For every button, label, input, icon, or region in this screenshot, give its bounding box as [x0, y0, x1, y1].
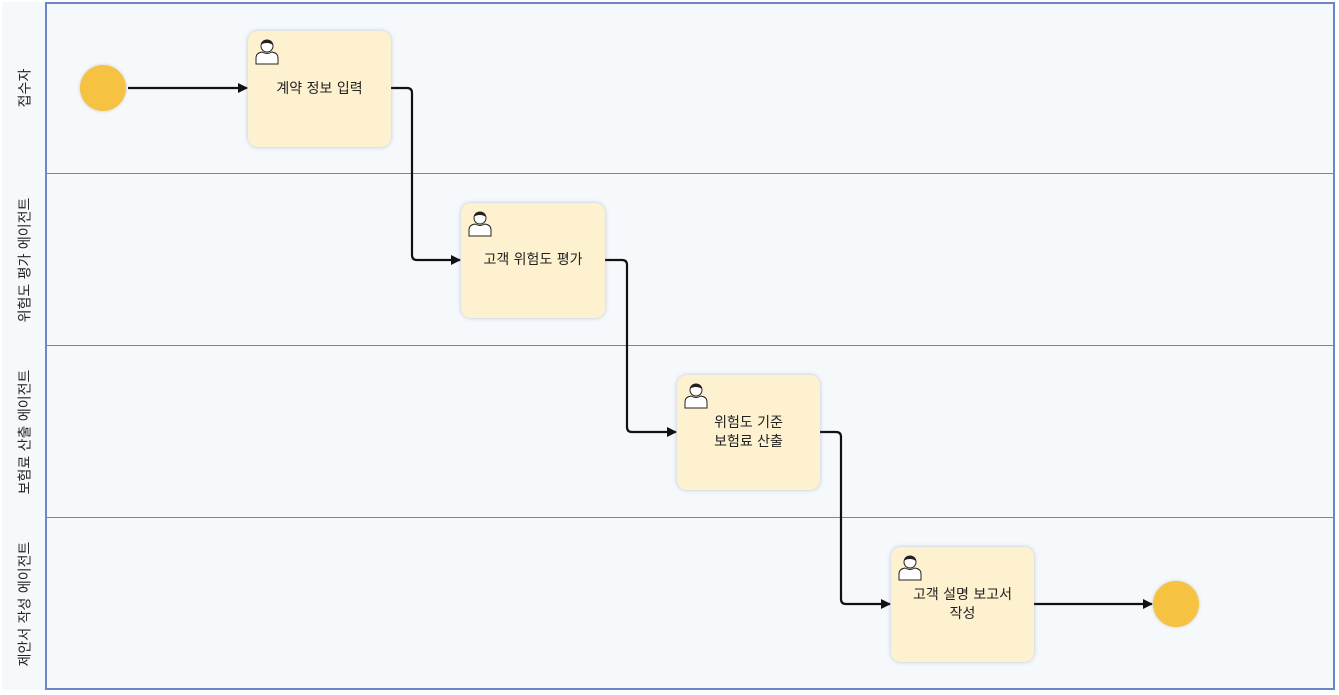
lane-risk-agent: 위험도 평가 에이전트 [17, 174, 1335, 346]
task-calculate-premium[interactable]: 위험도 기준 보험료 산출 [677, 375, 820, 490]
task-label: 위험도 기준 보험료 산출 [714, 414, 783, 450]
task-assess-customer-risk[interactable]: 고객 위험도 평가 [461, 203, 605, 318]
task-label: 고객 위험도 평가 [483, 252, 583, 268]
lane-premium-agent: 보험료 산출 에이전트 [17, 346, 1335, 518]
flow-task2-to-task3 [605, 258, 677, 437]
user-icon [898, 555, 922, 581]
start-event[interactable] [80, 65, 126, 111]
flow-task1-to-task2 [390, 86, 461, 265]
lane-receptionist: 접수자 [17, 2, 1335, 174]
user-icon [684, 383, 708, 409]
task-label: 고객 설명 보고서 작성 [912, 586, 1013, 622]
user-icon [468, 211, 492, 237]
task-enter-contract-info[interactable]: 계약 정보 입력 [248, 31, 391, 147]
flow-task3-to-task4 [820, 430, 891, 609]
pool-header [2, 2, 47, 690]
task-write-customer-report[interactable]: 고객 설명 보고서 작성 [891, 547, 1034, 662]
task-label: 계약 정보 입력 [276, 80, 363, 97]
end-event[interactable] [1153, 581, 1199, 627]
user-icon [255, 39, 279, 65]
